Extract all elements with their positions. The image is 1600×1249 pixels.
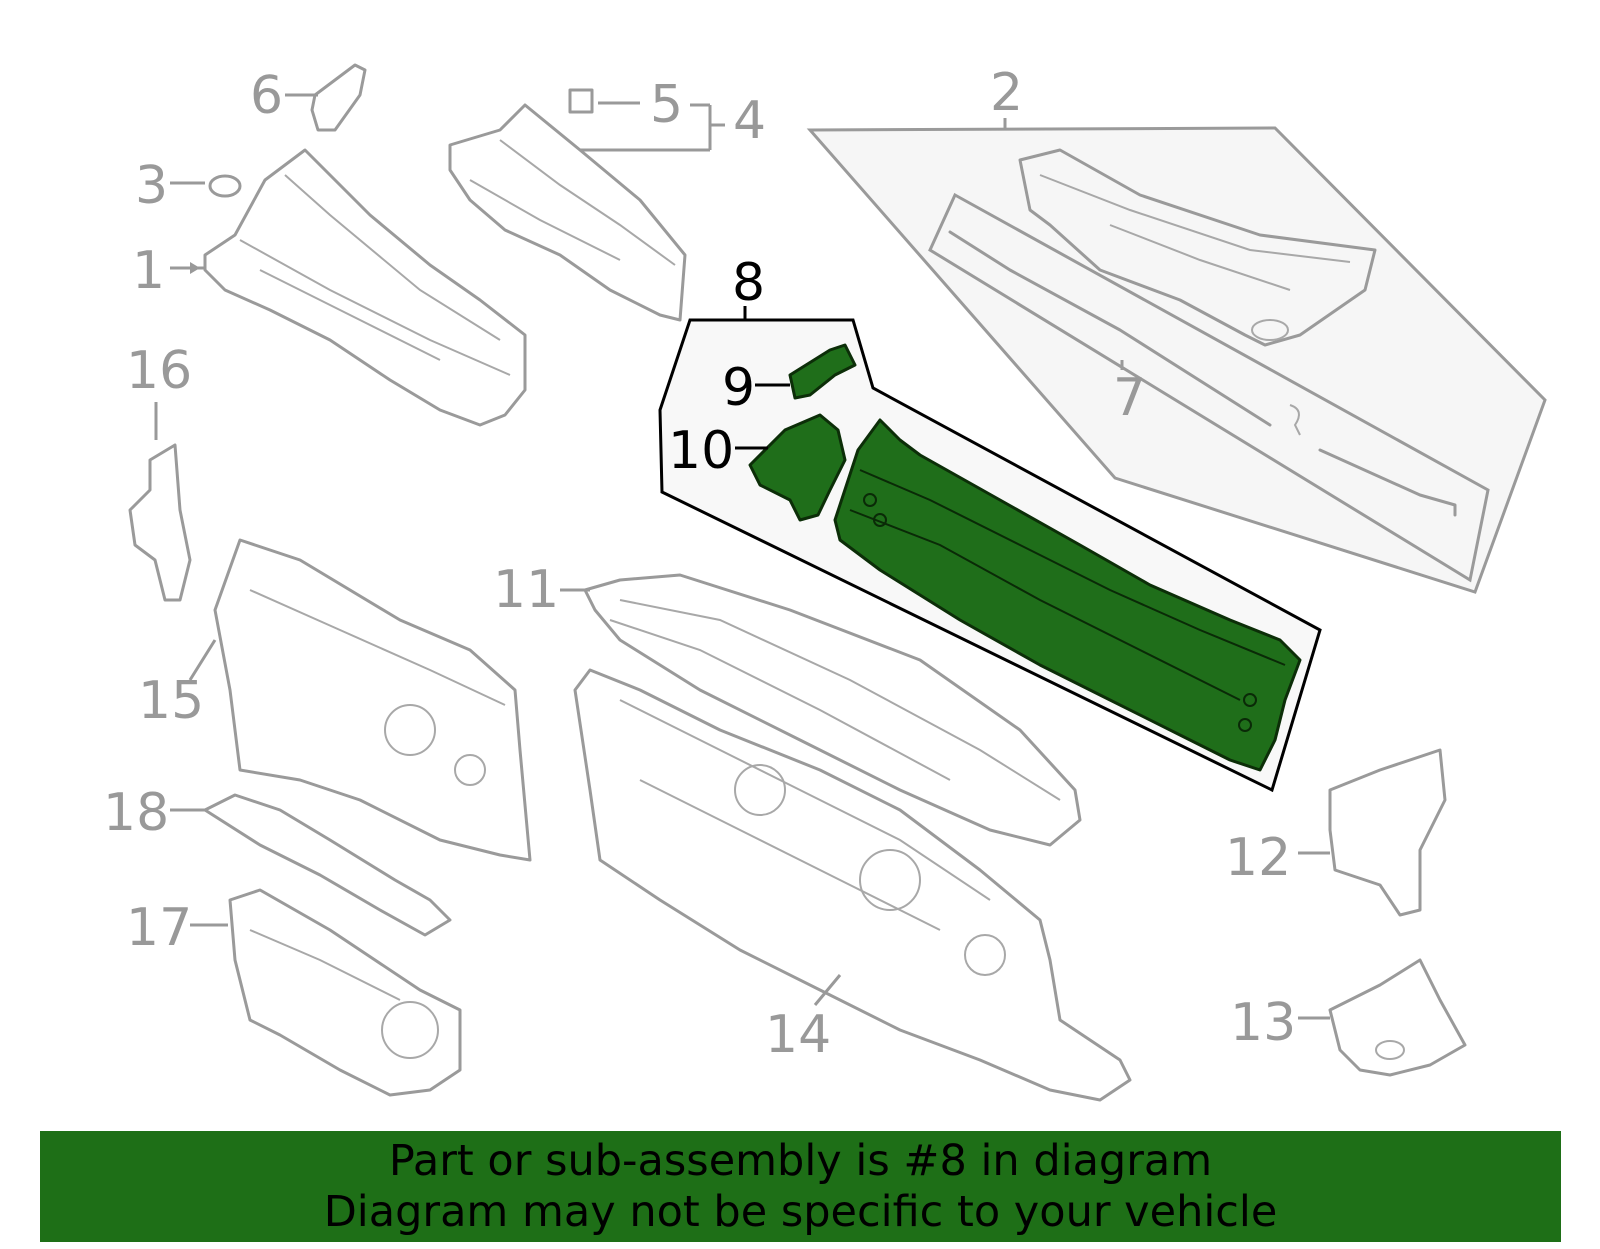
callout-2: 2 bbox=[990, 63, 1023, 123]
callout-16: 16 bbox=[126, 341, 192, 401]
part-2-cowl-panel bbox=[1018, 148, 1377, 347]
callout-15: 15 bbox=[138, 671, 204, 731]
callout-14: 14 bbox=[765, 1005, 831, 1065]
part-7-weatherstrip bbox=[948, 230, 1457, 517]
callout-9: 9 bbox=[722, 358, 755, 418]
part-16-bracket bbox=[128, 402, 192, 602]
callout-3: 3 bbox=[135, 156, 168, 216]
part-9-bracket-highlighted bbox=[755, 343, 857, 400]
callout-8: 8 bbox=[732, 253, 765, 313]
callout-12: 12 bbox=[1225, 828, 1291, 888]
part-12-bracket bbox=[1298, 748, 1447, 917]
notice-banner: Part or sub-assembly is #8 in diagram Di… bbox=[40, 1131, 1561, 1242]
callout-7: 7 bbox=[1113, 368, 1146, 428]
callout-13: 13 bbox=[1230, 993, 1296, 1053]
callout-17: 17 bbox=[126, 898, 192, 958]
callout-11: 11 bbox=[493, 560, 559, 620]
callout-6: 6 bbox=[250, 66, 283, 126]
callout-10: 10 bbox=[668, 421, 734, 481]
part-5-nut bbox=[568, 88, 640, 114]
part-11-cross-member bbox=[560, 573, 1082, 847]
part-17-panel bbox=[190, 888, 462, 1097]
callout-18: 18 bbox=[103, 783, 169, 843]
part-4-cover bbox=[448, 103, 725, 322]
callout-4: 4 bbox=[733, 91, 766, 151]
part-3-clip bbox=[170, 174, 242, 198]
part-10-bracket-highlighted bbox=[735, 413, 847, 522]
group-7-box bbox=[928, 192, 1490, 583]
part-8-cowl-highlighted bbox=[833, 418, 1302, 772]
callout-1: 1 bbox=[132, 241, 165, 301]
part-13-bracket bbox=[1298, 958, 1467, 1077]
part-1-cowl-top bbox=[170, 148, 527, 427]
callout-5: 5 bbox=[650, 75, 683, 135]
part-18-strip bbox=[170, 793, 452, 937]
banner-line-1: Part or sub-assembly is #8 in diagram bbox=[388, 1135, 1213, 1186]
group-2-box bbox=[806, 126, 1547, 594]
part-14-dash-panel bbox=[573, 668, 1132, 1102]
part-6-bracket bbox=[285, 63, 367, 132]
part-15-insulator bbox=[188, 538, 532, 862]
banner-line-2: Diagram may not be specific to your vehi… bbox=[323, 1186, 1278, 1237]
